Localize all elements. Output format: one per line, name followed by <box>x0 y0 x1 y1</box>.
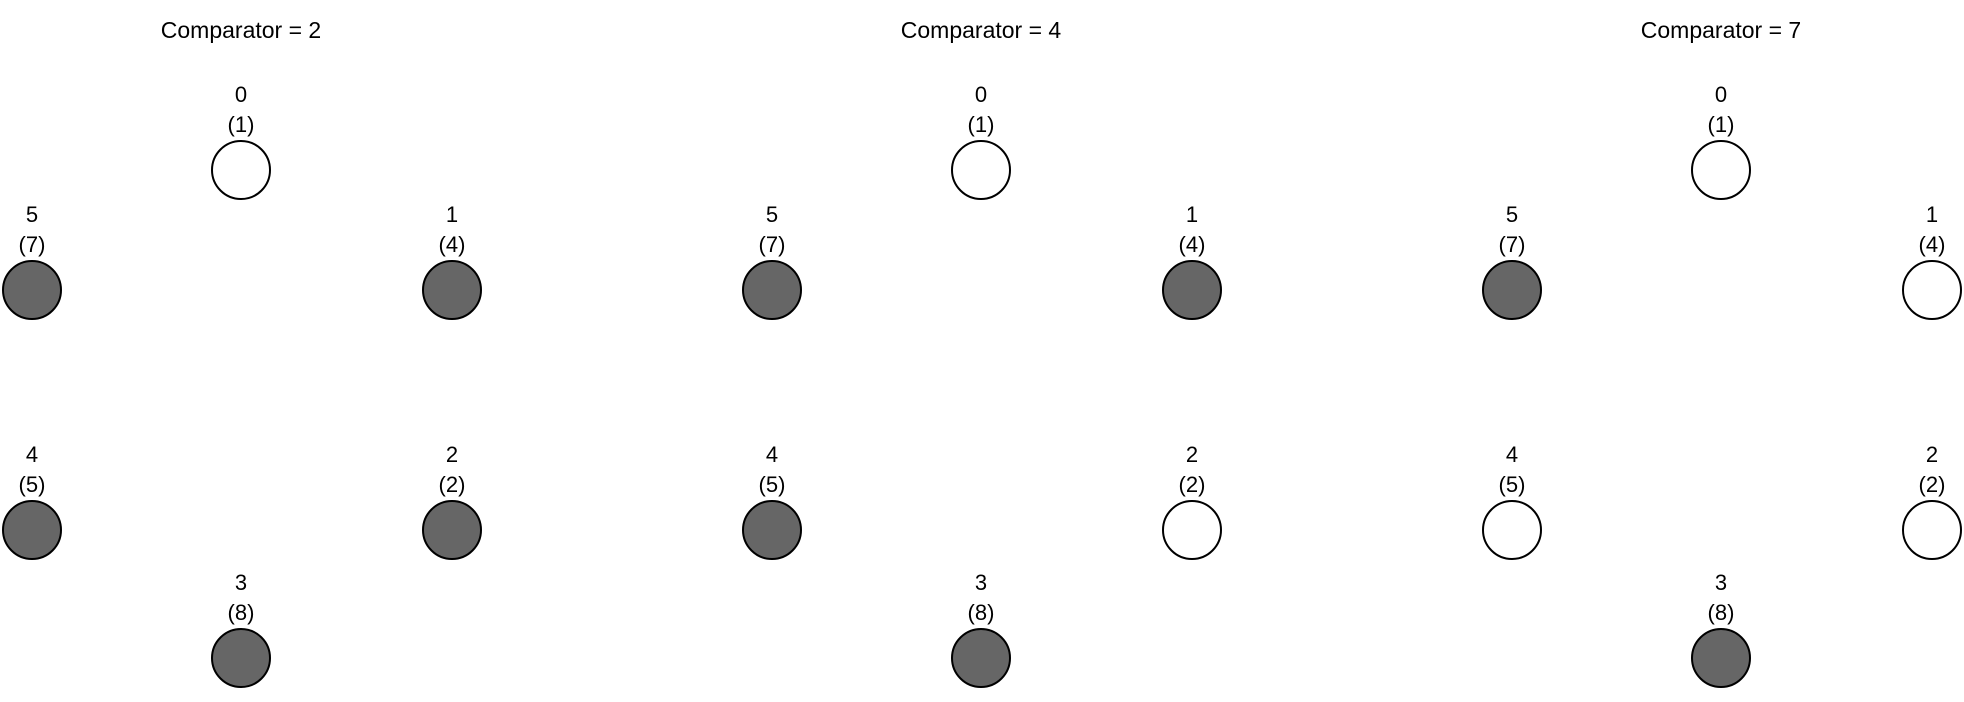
panel-title: Comparator = 4 <box>901 17 1062 43</box>
node-value-label: (5) <box>19 472 46 497</box>
node-circle-active <box>1482 260 1542 320</box>
node-circle-active <box>2 260 62 320</box>
node-value-label: (7) <box>19 232 46 257</box>
node-circle-active <box>742 500 802 560</box>
node-value-label: (2) <box>1919 472 1946 497</box>
node-id-label: 2 <box>1186 442 1198 467</box>
node-id-label: 2 <box>446 442 458 467</box>
node-id-label: 4 <box>766 442 778 467</box>
node-circle-inactive <box>1902 500 1962 560</box>
node-value-label: (5) <box>759 472 786 497</box>
node-id-label: 2 <box>1926 442 1938 467</box>
node-1: 1(4) <box>1162 202 1222 320</box>
node-circle-active <box>951 628 1011 688</box>
node-id-label: 1 <box>1926 202 1938 227</box>
node-value-label: (1) <box>1708 112 1735 137</box>
node-id-label: 3 <box>235 570 247 595</box>
node-value-label: (8) <box>1708 600 1735 625</box>
node-value-label: (4) <box>439 232 466 257</box>
node-4: 4(5) <box>1482 442 1542 560</box>
node-value-label: (8) <box>228 600 255 625</box>
node-circle-active <box>2 500 62 560</box>
node-id-label: 4 <box>26 442 38 467</box>
node-2: 2(2) <box>1162 442 1222 560</box>
node-id-label: 1 <box>446 202 458 227</box>
node-4: 4(5) <box>742 442 802 560</box>
node-3: 3(8) <box>1691 570 1751 688</box>
node-5: 5(7) <box>1482 202 1542 320</box>
node-value-label: (7) <box>1499 232 1526 257</box>
node-id-label: 0 <box>235 82 247 107</box>
node-circle-inactive <box>211 140 271 200</box>
node-circle-inactive <box>1902 260 1962 320</box>
node-0: 0(1) <box>211 82 271 200</box>
node-value-label: (2) <box>439 472 466 497</box>
node-0: 0(1) <box>1691 82 1751 200</box>
node-circle-active <box>1691 628 1751 688</box>
node-circle-active <box>422 260 482 320</box>
node-circle-inactive <box>1691 140 1751 200</box>
node-value-label: (5) <box>1499 472 1526 497</box>
node-id-label: 0 <box>1715 82 1727 107</box>
node-value-label: (2) <box>1179 472 1206 497</box>
panel-1: Comparator = 40(1)1(4)2(2)3(8)4(5)5(7) <box>742 17 1222 688</box>
node-circle-inactive <box>951 140 1011 200</box>
node-id-label: 3 <box>975 570 987 595</box>
node-5: 5(7) <box>2 202 62 320</box>
panel-title: Comparator = 2 <box>161 17 321 43</box>
node-value-label: (1) <box>228 112 255 137</box>
node-circle-active <box>422 500 482 560</box>
node-circle-active <box>742 260 802 320</box>
node-value-label: (4) <box>1179 232 1206 257</box>
node-value-label: (7) <box>759 232 786 257</box>
node-value-label: (4) <box>1919 232 1946 257</box>
panel-0: Comparator = 20(1)1(4)2(2)3(8)4(5)5(7) <box>2 17 482 688</box>
node-id-label: 5 <box>26 202 38 227</box>
node-circle-inactive <box>1482 500 1542 560</box>
node-id-label: 5 <box>1506 202 1518 227</box>
node-circle-active <box>1162 260 1222 320</box>
node-value-label: (1) <box>968 112 995 137</box>
node-id-label: 4 <box>1506 442 1518 467</box>
node-id-label: 3 <box>1715 570 1727 595</box>
node-0: 0(1) <box>951 82 1011 200</box>
node-2: 2(2) <box>422 442 482 560</box>
node-4: 4(5) <box>2 442 62 560</box>
node-id-label: 1 <box>1186 202 1198 227</box>
node-1: 1(4) <box>422 202 482 320</box>
node-id-label: 5 <box>766 202 778 227</box>
panel-title: Comparator = 7 <box>1641 17 1801 43</box>
node-3: 3(8) <box>211 570 271 688</box>
node-5: 5(7) <box>742 202 802 320</box>
node-value-label: (8) <box>968 600 995 625</box>
panel-2: Comparator = 70(1)1(4)2(2)3(8)4(5)5(7) <box>1482 17 1962 688</box>
node-circle-active <box>211 628 271 688</box>
node-2: 2(2) <box>1902 442 1962 560</box>
node-1: 1(4) <box>1902 202 1962 320</box>
node-circle-inactive <box>1162 500 1222 560</box>
node-id-label: 0 <box>975 82 987 107</box>
node-3: 3(8) <box>951 570 1011 688</box>
